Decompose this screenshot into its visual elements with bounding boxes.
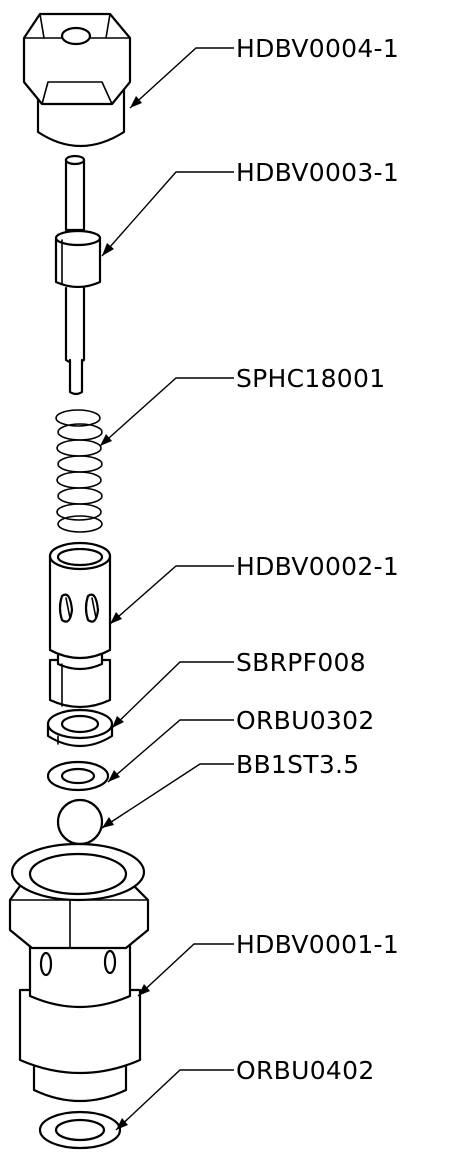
part-sbrpf008-ring [46,708,114,747]
part-sphc18001-spring [55,409,103,533]
part-hdbv0003-stem [54,154,102,396]
callout-label-hdbv0004: HDBV0004-1 [236,34,399,63]
callout-label-hdbv0001: HDBV0001-1 [236,930,399,959]
callout-label-sbrpf008: SBRPF008 [236,648,366,677]
callout-label-hdbv0003: HDBV0003-1 [236,158,399,187]
leader-sphc18001 [99,377,234,447]
leader-hdbv0002 [109,565,234,625]
leader-bb1st35 [101,763,234,829]
callout-label-orbu0302: ORBU0302 [236,706,375,735]
part-orbu0302-oring [46,760,110,792]
callout-label-sphc18001: SPHC18001 [236,364,385,393]
part-hdbv0004-cap [22,12,132,148]
leader-hdbv0001 [137,943,234,997]
leader-orbu0302 [107,719,234,783]
callout-label-orbu0402: ORBU0402 [236,1056,375,1085]
callout-label-bb1st35: BB1ST3.5 [236,750,360,779]
leader-hdbv0004 [129,47,234,109]
leader-sbrpf008 [111,661,234,729]
part-bb1st35-ball [56,798,104,846]
part-orbu0402-oring [38,1110,122,1150]
leader-hdbv0003 [101,171,234,257]
callout-label-hdbv0002: HDBV0002-1 [236,552,399,581]
leader-orbu0402 [115,1069,234,1131]
part-hdbv0002-seat [48,541,112,709]
part-hdbv0001-body [8,842,150,1103]
